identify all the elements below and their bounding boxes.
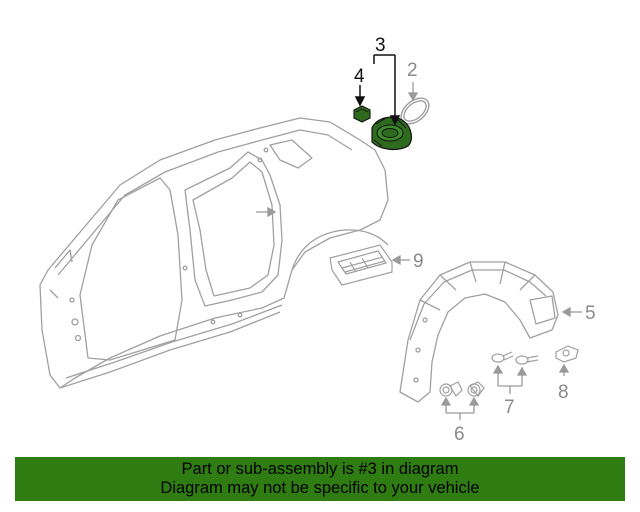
part-2-leader [407, 82, 419, 102]
part-4-clip [353, 105, 371, 123]
callout-3-bracket [373, 54, 401, 126]
callout-9: 9 [413, 251, 424, 272]
callout-6: 6 [454, 424, 465, 445]
callout-3: 3 [375, 35, 386, 56]
callout-4: 4 [354, 66, 365, 87]
callout-5: 5 [585, 303, 596, 324]
part-9-vent [329, 244, 393, 286]
part-7-screws [491, 351, 539, 365]
part-7-leader [492, 364, 528, 394]
part-6-leader [440, 396, 480, 420]
callout-7: 7 [504, 397, 515, 418]
quarter-panel-arrow [256, 206, 277, 218]
part-5-wheelhouse-liner [399, 261, 559, 403]
part-5-leader [561, 306, 582, 318]
banner-line-2: Diagram may not be specific to your vehi… [160, 479, 480, 497]
quarter-panel-body-side [39, 117, 389, 389]
banner-line-1: Part or sub-assembly is #3 in diagram [181, 460, 459, 478]
part-3-filler-housing [371, 116, 412, 151]
part-6-retainers [439, 381, 485, 397]
callout-8: 8 [558, 382, 569, 403]
info-banner: Part or sub-assembly is #3 in diagram Di… [15, 457, 625, 501]
part-4-leader [354, 85, 366, 107]
part-9-leader [391, 254, 410, 266]
part-8-leader [558, 363, 570, 376]
part-8-nut [555, 345, 579, 363]
callout-2: 2 [407, 60, 418, 81]
